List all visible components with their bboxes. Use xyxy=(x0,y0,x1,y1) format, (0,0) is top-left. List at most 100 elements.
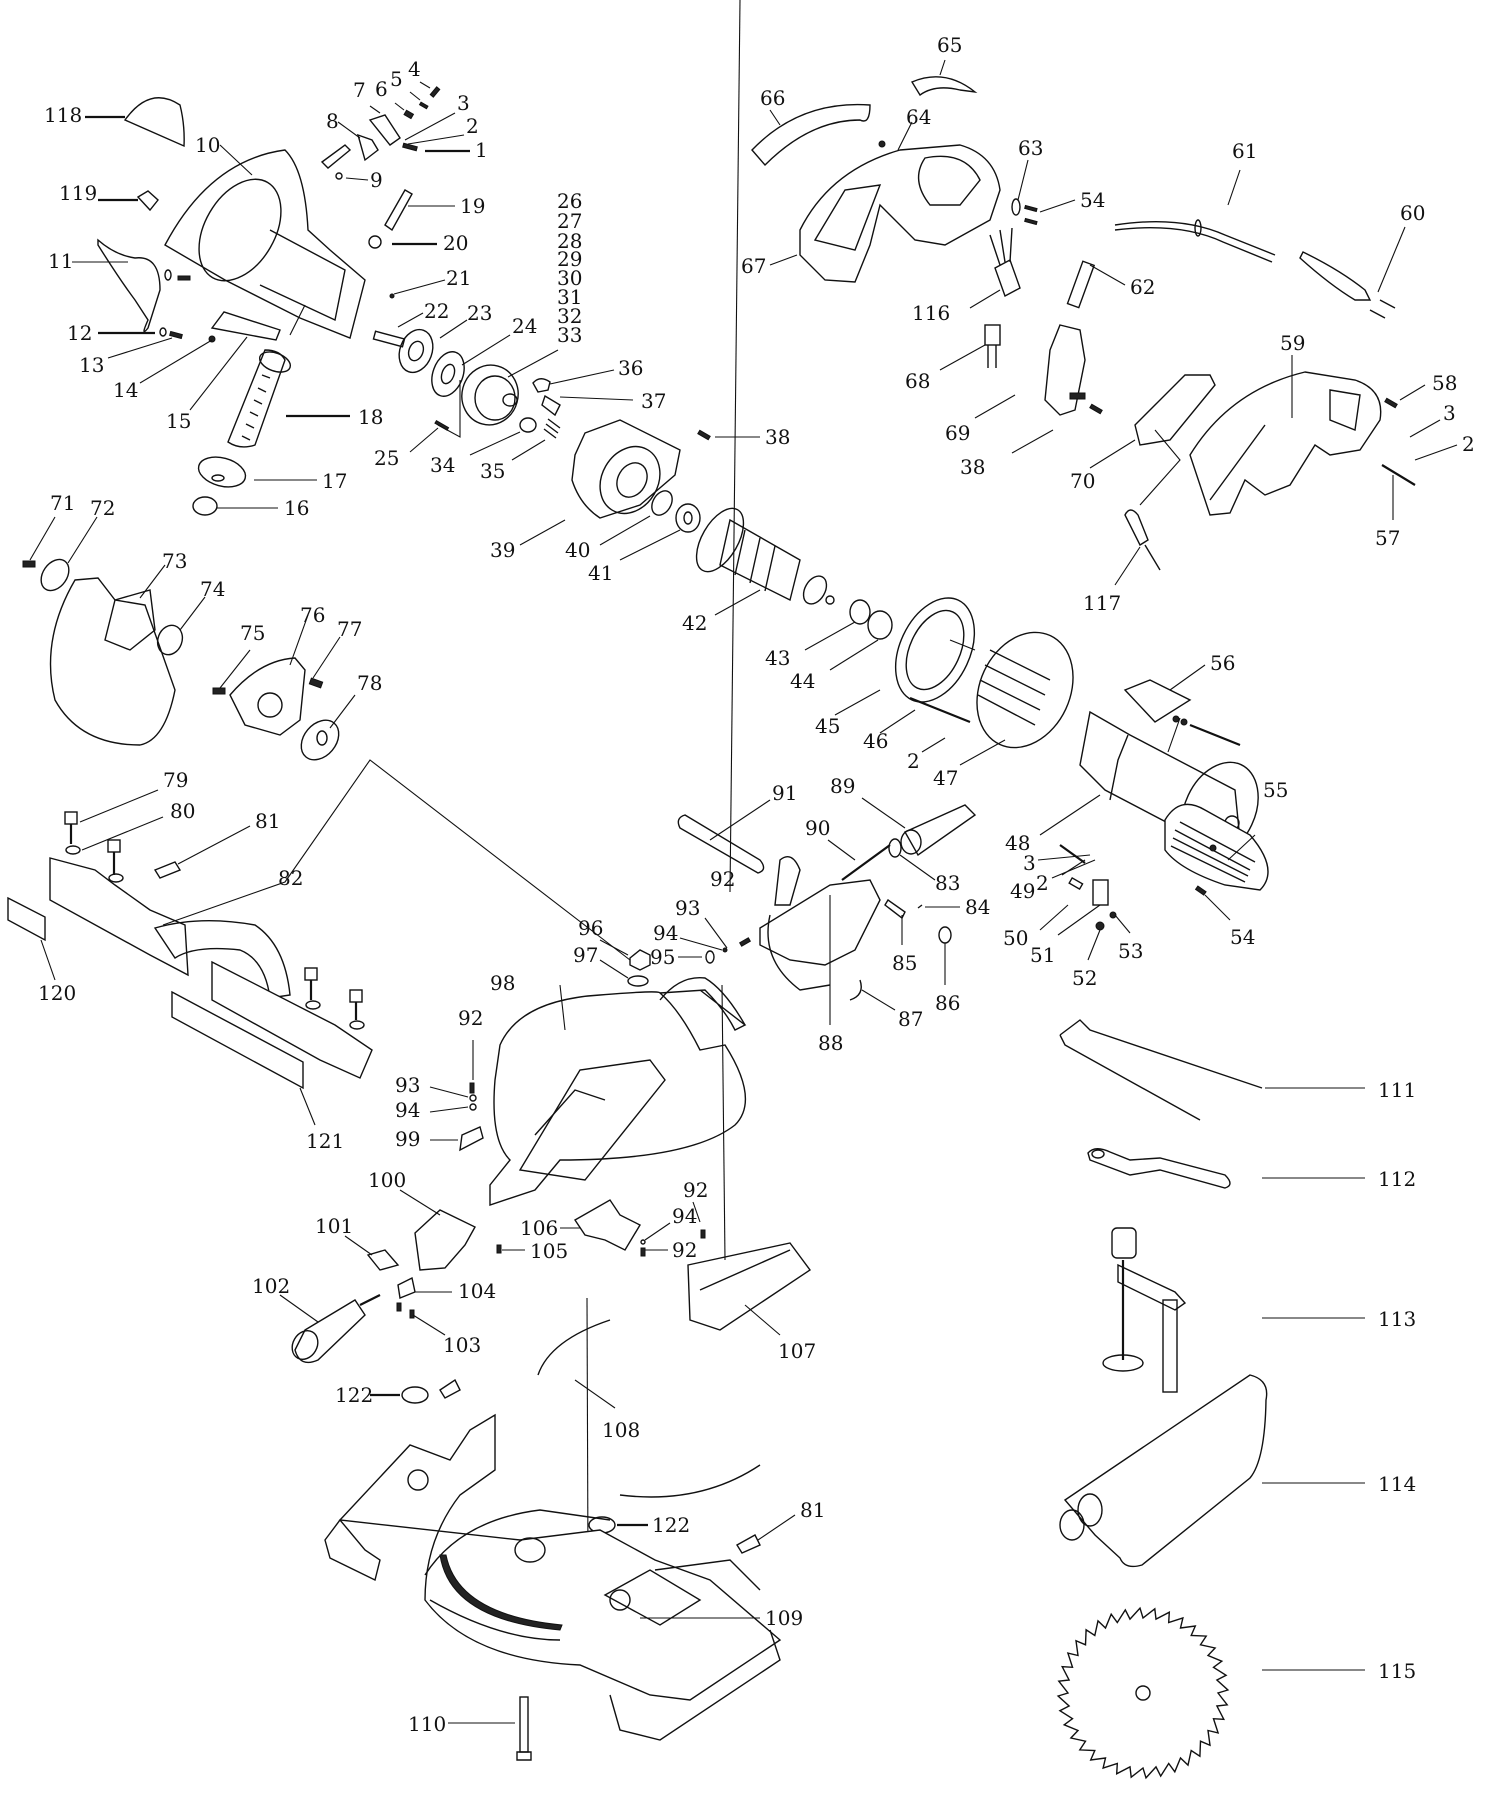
part-12-washer xyxy=(98,327,167,337)
part-17-cup xyxy=(197,456,317,488)
part-80-washer xyxy=(65,816,164,883)
callout-26: 26 xyxy=(557,189,582,213)
callout-88: 88 xyxy=(818,1031,843,1055)
part-59-handle-right xyxy=(1189,355,1382,516)
part-93-washer-b xyxy=(429,1086,477,1102)
part-38-screw-a xyxy=(697,429,760,441)
callout-53: 53 xyxy=(1118,939,1143,963)
callout-103: 103 xyxy=(443,1333,481,1357)
part-21-pin xyxy=(389,279,446,299)
part-84-pin xyxy=(917,904,960,909)
part-8-bracket xyxy=(320,121,379,169)
callout-94-c: 94 xyxy=(672,1204,697,1228)
part-119-sticker xyxy=(98,190,159,212)
part-122-label-a xyxy=(370,1386,429,1404)
part-24-inner-flange xyxy=(431,334,511,397)
part-87-clip xyxy=(849,979,896,1011)
part-39-gear-housing xyxy=(519,419,681,546)
callout-79: 79 xyxy=(163,768,188,792)
callout-2-b: 2 xyxy=(907,749,920,773)
callout-49: 49 xyxy=(1010,879,1035,903)
part-62-switch-bushing xyxy=(1066,260,1126,309)
part-49-screw xyxy=(1059,844,1086,876)
callout-45: 45 xyxy=(815,714,840,738)
part-71-screw xyxy=(22,516,56,568)
part-120-label xyxy=(7,896,56,981)
part-91-pin xyxy=(677,799,771,874)
callout-90: 90 xyxy=(805,816,830,840)
part-86-cap xyxy=(938,926,952,985)
callout-118: 118 xyxy=(44,103,82,127)
callout-47: 47 xyxy=(933,766,958,790)
callout-78: 78 xyxy=(357,671,382,695)
leader-3-c xyxy=(1409,419,1441,438)
part-5-pin xyxy=(409,91,429,110)
part-111-hex-key xyxy=(1059,1019,1365,1121)
part-7-latch xyxy=(368,105,401,146)
callout-122-a: 122 xyxy=(335,1383,373,1407)
part-10-upper-guard xyxy=(164,144,366,339)
callout-7: 7 xyxy=(353,78,366,102)
callout-92-b: 92 xyxy=(458,1006,483,1030)
callout-41: 41 xyxy=(588,561,613,585)
part-110-bolt xyxy=(448,1696,532,1761)
callout-29: 29 xyxy=(557,247,582,271)
part-41-bearing xyxy=(619,503,701,561)
part-25-screw xyxy=(409,380,461,453)
callout-14: 14 xyxy=(113,378,138,402)
callout-34: 34 xyxy=(430,453,455,477)
part-116-capacitor xyxy=(969,227,1021,309)
leader-3 xyxy=(404,112,456,141)
callout-67: 67 xyxy=(741,254,766,278)
callout-10: 10 xyxy=(195,133,220,157)
callout-2: 2 xyxy=(466,114,479,138)
callout-92-c: 92 xyxy=(672,1238,697,1262)
callout-105: 105 xyxy=(530,1239,568,1263)
callout-9: 9 xyxy=(370,168,383,192)
callout-116: 116 xyxy=(912,301,950,325)
callout-80: 80 xyxy=(170,799,195,823)
part-104-plate xyxy=(397,1276,452,1299)
callout-92-a: 92 xyxy=(710,867,735,891)
part-98-turntable xyxy=(489,976,747,1206)
callout-95: 95 xyxy=(650,945,675,969)
part-117-key xyxy=(1114,429,1181,586)
part-68-suppressor xyxy=(939,324,1001,371)
part-36-knob xyxy=(532,369,615,393)
callout-56: 56 xyxy=(1210,651,1235,675)
part-74-spring xyxy=(156,596,206,656)
callout-39: 39 xyxy=(490,538,515,562)
part-13-screw xyxy=(107,330,183,359)
callout-122-b: 122 xyxy=(652,1513,690,1537)
callout-73: 73 xyxy=(162,549,187,573)
callout-51: 51 xyxy=(1030,943,1055,967)
callout-98: 98 xyxy=(490,971,515,995)
part-53-screw xyxy=(1109,911,1131,934)
part-55-screw xyxy=(1209,844,1217,852)
callout-61: 61 xyxy=(1232,139,1257,163)
callout-4: 4 xyxy=(408,57,421,81)
callout-57: 57 xyxy=(1375,526,1400,550)
part-16-plug xyxy=(192,496,278,516)
part-43-bearing xyxy=(804,599,871,651)
callout-109: 109 xyxy=(765,1606,803,1630)
callout-110: 110 xyxy=(408,1712,446,1736)
callout-115: 115 xyxy=(1378,1659,1416,1683)
part-22-bolt xyxy=(372,312,424,348)
callout-64: 64 xyxy=(906,105,931,129)
callout-120: 120 xyxy=(38,981,76,1005)
part-35-spring xyxy=(511,418,561,461)
callout-106: 106 xyxy=(520,1216,558,1240)
callout-81-a: 81 xyxy=(255,809,280,833)
part-46-long-screw xyxy=(879,696,971,734)
part-100-bracket xyxy=(399,1189,476,1271)
callout-50: 50 xyxy=(1003,926,1028,950)
part-81-knob-b xyxy=(439,1378,461,1399)
callout-20: 20 xyxy=(443,231,468,255)
part-93-washer-a xyxy=(704,917,728,949)
leader-2-d xyxy=(1414,444,1458,461)
callout-74: 74 xyxy=(200,577,225,601)
part-115-saw-blade xyxy=(1056,1606,1365,1780)
part-112-wrench xyxy=(1087,1148,1365,1189)
